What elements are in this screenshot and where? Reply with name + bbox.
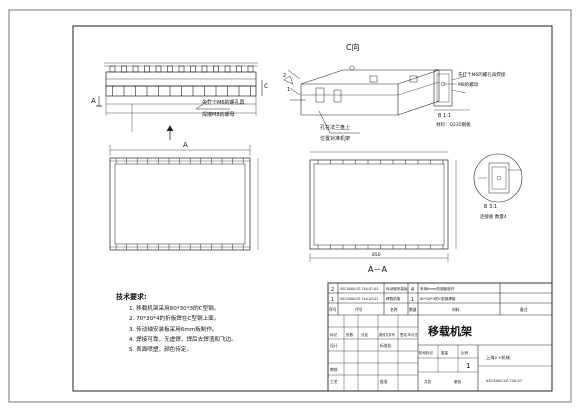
section-view: [309, 151, 457, 262]
hdr-qty: 数量: [409, 307, 417, 312]
hdr-remark: 备注: [520, 307, 528, 312]
hdr-mat: 材料: [452, 307, 460, 312]
sign-zone: 分区: [361, 332, 369, 337]
part-no-1: 1: [331, 297, 334, 303]
view-c-arrow: C: [264, 83, 268, 90]
outer-frame: [8, 9, 572, 403]
sheet-current: 第张: [454, 379, 462, 384]
svg-text:先打个M6的螺孔再焊接: 先打个M6的螺孔再焊接: [458, 71, 506, 78]
svg-text:M8的螺母: M8的螺母: [458, 81, 479, 88]
role-approve: 批准: [380, 379, 388, 384]
part-name-2: 传动轴安装板: [386, 286, 408, 291]
sign-count: 处数: [346, 332, 354, 337]
stage-label: 阶段标记: [419, 350, 433, 355]
note-item: 2. 70*30*4的折板焊在C型钢上面。: [129, 316, 220, 323]
callout-holes: 先打个M6的螺孔再 焊接M8的螺母: [195, 98, 245, 118]
title-block: [327, 282, 553, 392]
section-arrow-left: A: [91, 97, 96, 105]
hdr-no: 序号: [329, 307, 337, 312]
callout-detail: 先打个M6的螺孔再焊接 M8的螺母: [458, 71, 506, 88]
weight-label: 重量: [441, 350, 449, 355]
isometric-view: [283, 65, 440, 116]
section-label: A－A: [368, 265, 387, 274]
detail-b: [433, 69, 470, 111]
svg-text:位置对准机架: 位置对准机架: [320, 135, 350, 142]
plan-view-left: [109, 145, 259, 251]
note-item: 1. 移载机架采用80*30*3的C型钢。: [129, 306, 220, 312]
role-process: 工艺: [330, 379, 338, 384]
sign-date: 年月日: [408, 332, 418, 337]
svg-text:焊接M8的螺母: 焊接M8的螺母: [202, 111, 235, 118]
part-spec-2: 采用6mm的钢板制作: [420, 286, 455, 291]
note-item: 3. 传动轴安装板采用6mm板制作。: [129, 326, 218, 333]
part-qty-2: 4: [411, 287, 414, 293]
top-view-label: C向: [346, 42, 360, 52]
sheet-total: 共张: [424, 379, 432, 384]
drawing-title: 移载机架: [428, 324, 472, 338]
inner-frame: [72, 25, 553, 392]
note-item: 5. 表面喷塑，颜色待定。: [129, 347, 193, 354]
front-view: [96, 62, 263, 132]
scale-label: 比例: [461, 350, 469, 355]
technical-notes: 技术要求: 1. 移载机架采用80*30*3的C型钢。 2. 70*30*4的折…: [116, 292, 326, 355]
part-code-1: XSCX000-YZ-740-07-01: [340, 297, 378, 301]
hdr-code: 代号: [355, 307, 363, 312]
detail-b-sub: 材料：Q235钢板: [436, 121, 471, 128]
section-arrow-bottom: A: [183, 141, 188, 149]
company-name: 上海××机械: [486, 354, 511, 361]
part-name-1: 移载机架: [386, 296, 401, 301]
role-review: 审核: [330, 367, 338, 372]
drawing-number: XSCX000-YZ-740-07: [486, 379, 522, 383]
note-item: 4. 焊接可靠，无虚焊，焊后去焊渣和飞边。: [129, 336, 237, 343]
role-design: 设计: [330, 343, 338, 348]
svg-text:孔在法兰盘上: 孔在法兰盘上: [320, 124, 350, 131]
sign-file: 更改文件号: [379, 332, 395, 337]
part-qty-1: 1: [411, 297, 414, 303]
hdr-name: 名称: [390, 307, 398, 312]
sign-sig: 签名: [400, 332, 408, 337]
detail-circle: [473, 153, 523, 203]
callout-flange: 孔在法兰盘上 位置对准机架: [318, 110, 360, 142]
side-marker-2: 2: [283, 73, 286, 79]
scale-value: 1: [466, 362, 470, 370]
arrow-a-marker: [166, 125, 174, 140]
part-code-2: XSCX000-YZ-740-07-02: [340, 287, 378, 291]
detail-d-label: B 3:1: [484, 204, 497, 210]
detail-d-sub: 连接板 数量4: [480, 213, 507, 220]
part-spec-1: 80*30*3的C型钢焊接: [420, 296, 456, 301]
detail-b-label: B 1:1: [438, 113, 451, 119]
part-no-2: 2: [331, 287, 334, 293]
svg-text:先打个M6的螺孔再: 先打个M6的螺孔再: [202, 99, 245, 106]
sign-mark: 标记: [330, 332, 338, 337]
notes-title: 技术要求:: [116, 293, 147, 301]
side-marker-1: 1: [287, 87, 290, 93]
std-label: 标准化: [380, 343, 392, 348]
dim-bottom: 850: [372, 252, 381, 258]
